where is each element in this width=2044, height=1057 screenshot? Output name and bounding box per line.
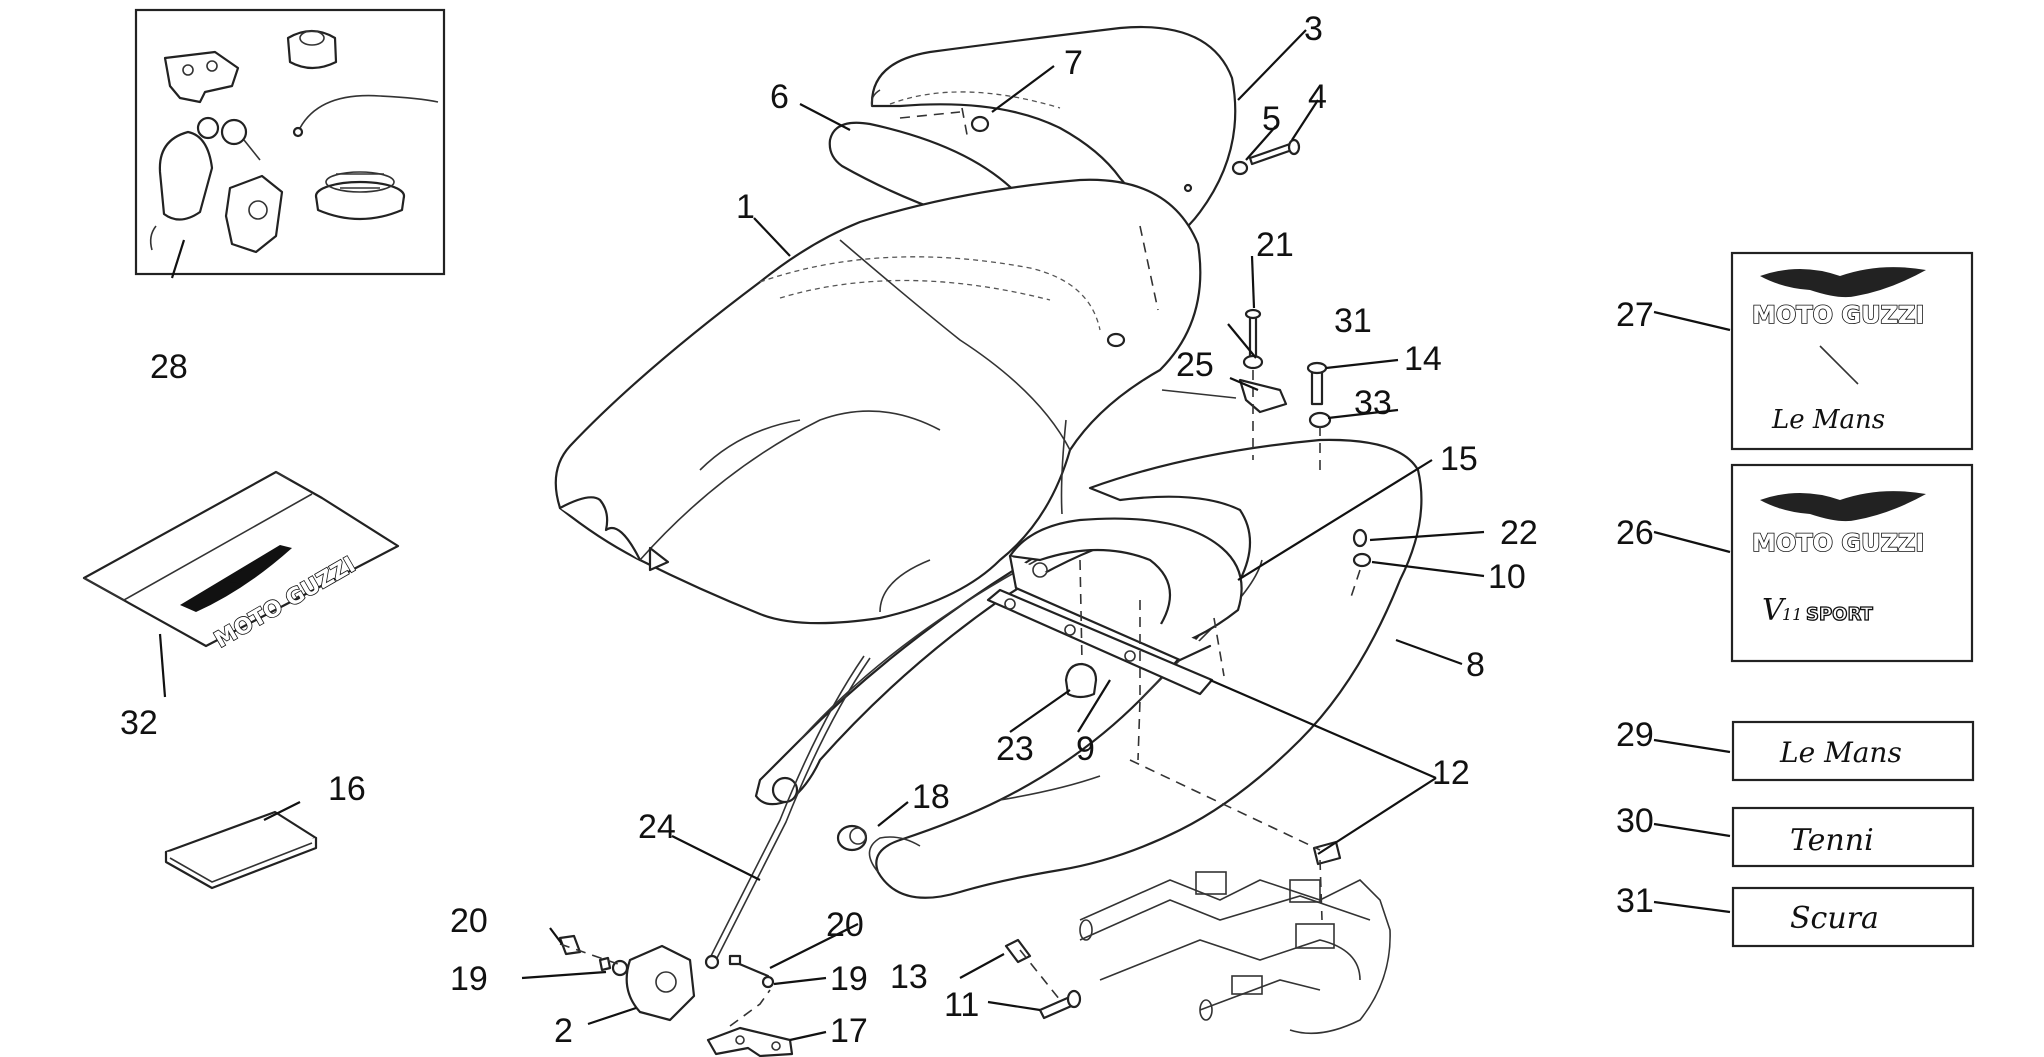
moto-guzzi-text-27: MOTO GUZZI	[1752, 301, 1924, 329]
v11-sub-text-26: 11	[1782, 605, 1802, 624]
callout-14: 14	[1404, 340, 1442, 378]
callout-17: 17	[830, 1012, 868, 1050]
callout-8: 8	[1466, 646, 1485, 684]
callout-31a: 31	[1334, 302, 1372, 340]
decal-box-30: Tenni	[1731, 806, 1975, 868]
callout-4: 4	[1308, 78, 1327, 116]
callout-27: 27	[1616, 296, 1654, 334]
fasteners	[970, 115, 1372, 1020]
callout-9: 9	[1076, 730, 1095, 768]
decal-box-31: Scura	[1731, 886, 1975, 948]
moto-guzzi-text-26: MOTO GUZZI	[1752, 529, 1924, 557]
callout-30: 30	[1616, 802, 1654, 840]
callout-2: 2	[554, 1012, 573, 1050]
callout-28: 28	[150, 348, 188, 386]
callout-3: 3	[1304, 10, 1323, 48]
callout-20a: 20	[450, 902, 488, 940]
callout-18: 18	[912, 778, 950, 816]
callout-25: 25	[1176, 346, 1214, 384]
callout-12: 12	[1432, 754, 1470, 792]
callout-20b: 20	[826, 906, 864, 944]
callout-23: 23	[996, 730, 1034, 768]
callout-21: 21	[1256, 226, 1294, 264]
tenni-text-30: Tenni	[1790, 823, 1874, 858]
callout-7: 7	[1064, 44, 1083, 82]
lock-kit-box	[134, 8, 446, 276]
callout-22: 22	[1500, 514, 1538, 552]
callout-numbers: 1 2 3 4 5 6 7 8 9 10 11 12 13 14 15 16 1…	[120, 10, 1654, 1050]
callout-29: 29	[1616, 716, 1654, 754]
v11-text-26: V	[1762, 593, 1787, 628]
callout-1: 1	[736, 188, 755, 226]
callout-19b: 19	[830, 960, 868, 998]
seat-cowl	[870, 26, 1237, 242]
le-mans-text-27: Le Mans	[1771, 405, 1885, 435]
callout-15: 15	[1440, 440, 1478, 478]
sport-text-26: SPORT	[1806, 604, 1874, 625]
callout-33: 33	[1354, 384, 1392, 422]
callout-11: 11	[944, 986, 979, 1024]
callout-26: 26	[1616, 514, 1654, 552]
callout-10: 10	[1488, 558, 1526, 596]
leader-lines	[158, 29, 1731, 1042]
callout-16: 16	[328, 770, 366, 808]
rear-frame	[1079, 871, 1391, 1035]
callout-6: 6	[770, 78, 789, 116]
decal-box-29: Le Mans	[1731, 720, 1975, 782]
callout-13: 13	[890, 958, 928, 996]
decal-box-26: MOTO GUZZI V 11 SPORT	[1730, 463, 1974, 663]
seat-support	[1008, 517, 1243, 662]
assembly-guides	[899, 107, 1361, 1001]
manual-booklet	[164, 810, 318, 890]
callout-5: 5	[1262, 100, 1281, 138]
callout-32: 32	[120, 704, 158, 742]
decal-box-27: MOTO GUZZI Le Mans	[1730, 251, 1974, 451]
grommet-18	[836, 824, 868, 852]
lock-mechanism	[558, 655, 871, 1057]
callout-24: 24	[638, 808, 676, 846]
callout-19a: 19	[450, 960, 488, 998]
seat-cover-bag: MOTO GUZZI	[82, 470, 400, 654]
scura-text-31: Scura	[1790, 901, 1879, 936]
seat	[554, 178, 1202, 625]
le-mans-text-29: Le Mans	[1779, 736, 1902, 769]
callout-31b: 31	[1616, 882, 1654, 920]
